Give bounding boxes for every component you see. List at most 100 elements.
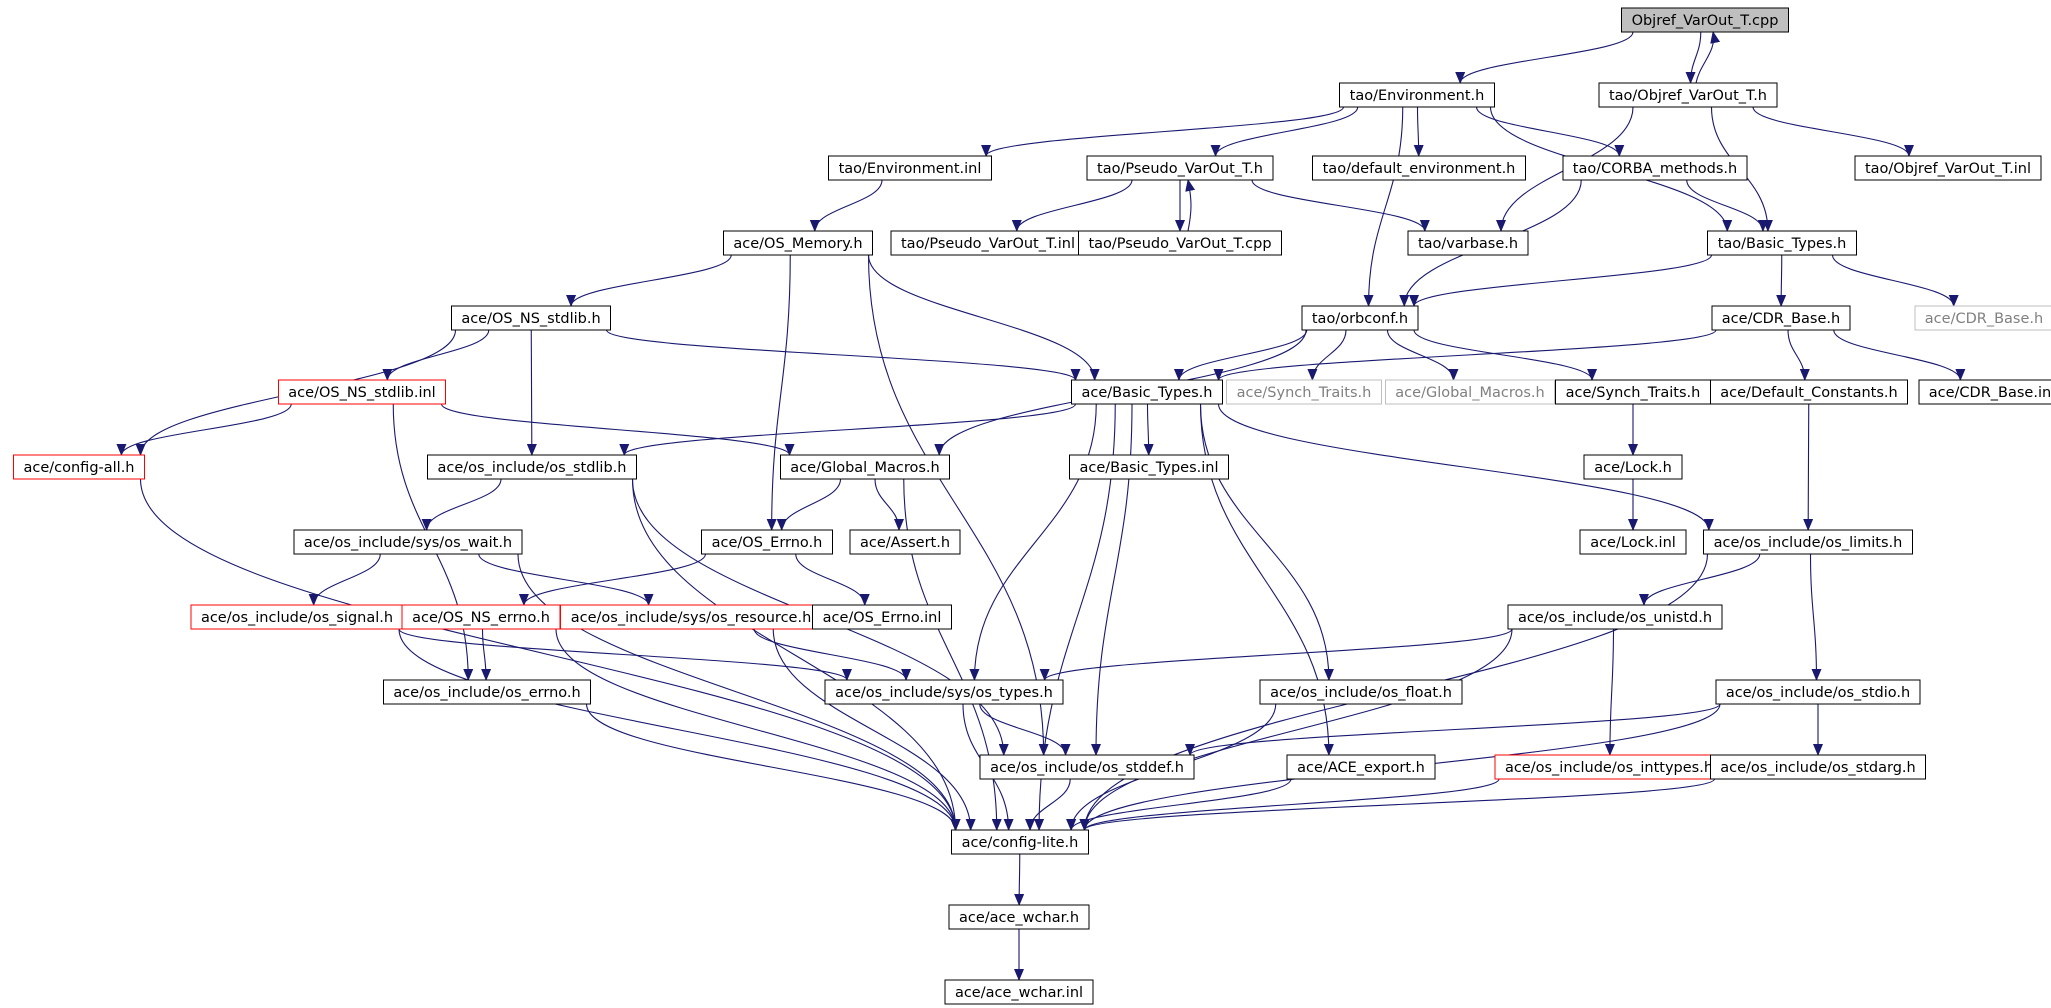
node-label: ace/OS_NS_stdlib.h xyxy=(461,311,600,327)
node-label: tao/Pseudo_VarOut_T.cpp xyxy=(1088,236,1271,252)
dependency-edge xyxy=(772,628,976,831)
graph-node-ace-os-stdio[interactable]: ace/os_include/os_stdio.h xyxy=(1715,679,1921,705)
nodes-layer: Objref_VarOut_T.cpp tao/Environment.h tao/… xyxy=(13,7,2051,1005)
node-label: ace/Assert.h xyxy=(860,535,950,551)
graph-node-ace-config-all[interactable]: ace/config-all.h xyxy=(13,454,145,480)
dependency-edge xyxy=(382,329,490,381)
dependency-edge xyxy=(1386,329,1459,381)
graph-node-tao-objref-h[interactable]: tao/Objref_VarOut_T.h xyxy=(1598,82,1778,108)
node-label: tao/Pseudo_VarOut_T.h xyxy=(1097,161,1263,177)
node-label: tao/Environment.h xyxy=(1350,88,1485,104)
graph-node-tao-objref-inl[interactable]: tao/Objref_VarOut_T.inl xyxy=(1854,155,2042,181)
graph-node-ace-os-inttypes[interactable]: ace/os_include/os_inttypes.h xyxy=(1494,754,1724,780)
graph-node-ace-os-ns-stdlib-h[interactable]: ace/OS_NS_stdlib.h xyxy=(451,305,611,331)
node-label: tao/Basic_Types.h xyxy=(1718,236,1847,252)
graph-node-ace-os-errno-inl[interactable]: ace/OS_Errno.inl xyxy=(812,604,952,630)
graph-node-tao-pseudo-h[interactable]: tao/Pseudo_VarOut_T.h xyxy=(1086,155,1274,181)
graph-node-ace-assert[interactable]: ace/Assert.h xyxy=(849,529,961,555)
graph-node-ace-basic-types-inl[interactable]: ace/Basic_Types.inl xyxy=(1069,454,1229,480)
node-box xyxy=(849,529,961,555)
dependency-edge xyxy=(766,254,791,531)
graph-node-tao-env-inl[interactable]: tao/Environment.inl xyxy=(828,155,992,181)
graph-node-ace-os-memory[interactable]: ace/OS_Memory.h xyxy=(723,230,873,256)
node-box xyxy=(1555,379,1711,405)
node-box xyxy=(1339,82,1495,108)
graph-node-ace-os-types[interactable]: ace/os_include/sys/os_types.h xyxy=(824,679,1064,705)
graph-node-ace-synch-traits[interactable]: ace/Synch_Traits.h xyxy=(1555,379,1711,405)
graph-node-tao-corba-methods[interactable]: tao/CORBA_methods.h xyxy=(1562,155,1748,181)
graph-node-ace-global-macros-gray[interactable]: ace/Global_Macros.h xyxy=(1385,379,1555,405)
graph-node-ace-cdr-base-gray[interactable]: ace/CDR_Base.h xyxy=(1914,305,2051,331)
graph-node-ace-os-float[interactable]: ace/os_include/os_float.h xyxy=(1259,679,1463,705)
dependency-edge xyxy=(867,254,1100,381)
graph-node-tao-varbase[interactable]: tao/varbase.h xyxy=(1407,230,1529,256)
node-box xyxy=(1711,305,1851,331)
node-box xyxy=(13,454,145,480)
node-box xyxy=(1707,230,1857,256)
dependency-edge xyxy=(1833,329,1966,381)
graph-node-ace-lock-inl[interactable]: ace/Lock.inl xyxy=(1579,529,1687,555)
node-box xyxy=(1710,754,1926,780)
graph-node-ace-ace-export[interactable]: ace/ACE_export.h xyxy=(1286,754,1436,780)
node-label: ace/Lock.inl xyxy=(1590,535,1676,551)
graph-node-ace-os-stdarg[interactable]: ace/os_include/os_stdarg.h xyxy=(1710,754,1926,780)
node-label: tao/Objref_VarOut_T.h xyxy=(1609,88,1767,104)
dependency-edge xyxy=(1787,329,1810,381)
node-box xyxy=(190,604,404,630)
graph-node-ace-ace-wchar-inl[interactable]: ace/ace_wchar.inl xyxy=(944,979,1094,1005)
graph-node-ace-os-inc-errno[interactable]: ace/os_include/os_errno.h xyxy=(383,679,591,705)
graph-node-tao-pseudo-inl[interactable]: tao/Pseudo_VarOut_T.inl xyxy=(890,230,1086,256)
graph-node-ace-os-ns-errno[interactable]: ace/OS_NS_errno.h xyxy=(401,604,561,630)
node-label: ace/Lock.h xyxy=(1594,460,1672,476)
node-label: ace/OS_NS_errno.h xyxy=(412,610,550,626)
graph-node-ace-default-constants[interactable]: ace/Default_Constants.h xyxy=(1710,379,1908,405)
node-box xyxy=(1598,82,1778,108)
graph-node-tao-pseudo-cpp[interactable]: tao/Pseudo_VarOut_T.cpp xyxy=(1078,230,1282,256)
graph-node-ace-os-signal[interactable]: ace/os_include/os_signal.h xyxy=(190,604,404,630)
node-box xyxy=(1385,379,1555,405)
node-label: ace/CDR_Base.inl xyxy=(1929,385,2051,401)
graph-node-ace-config-lite[interactable]: ace/config-lite.h xyxy=(951,829,1089,855)
node-box xyxy=(824,679,1064,705)
graph-node-ace-os-resource[interactable]: ace/os_include/sys/os_resource.h xyxy=(560,604,822,630)
dependency-edge xyxy=(518,553,707,606)
dependency-edge xyxy=(308,553,381,606)
dependency-edge xyxy=(1185,179,1196,232)
dependency-edge xyxy=(1251,179,1430,232)
graph-node-tao-orbconf[interactable]: tao/orbconf.h xyxy=(1301,305,1419,331)
node-box xyxy=(1226,379,1382,405)
dependency-edge xyxy=(1210,106,1359,157)
dependency-edge xyxy=(1307,329,1347,381)
dependency-edge xyxy=(1604,628,1615,756)
graph-node-ace-os-limits[interactable]: ace/os_include/os_limits.h xyxy=(1703,529,1913,555)
graph-node-objref-cpp[interactable]: Objref_VarOut_T.cpp xyxy=(1621,7,1789,33)
dependency-edge xyxy=(1014,853,1025,906)
graph-node-tao-basic-types[interactable]: tao/Basic_Types.h xyxy=(1707,230,1857,256)
graph-node-ace-os-unistd[interactable]: ace/os_include/os_unistd.h xyxy=(1507,604,1723,630)
dependency-edge xyxy=(1685,31,1702,84)
graph-node-tao-default-env[interactable]: tao/default_environment.h xyxy=(1312,155,1526,181)
graph-node-ace-os-ns-stdlib-inl[interactable]: ace/OS_NS_stdlib.inl xyxy=(278,379,446,405)
graph-node-ace-ace-wchar-h[interactable]: ace/ace_wchar.h xyxy=(948,904,1090,930)
node-label: ace/Default_Constants.h xyxy=(1720,385,1897,401)
graph-node-tao-env-h[interactable]: tao/Environment.h xyxy=(1339,82,1495,108)
graph-node-ace-synch-traits-gray[interactable]: ace/Synch_Traits.h xyxy=(1226,379,1382,405)
graph-node-ace-lock-h[interactable]: ace/Lock.h xyxy=(1583,454,1683,480)
graph-node-ace-cdr-base-h[interactable]: ace/CDR_Base.h xyxy=(1711,305,1851,331)
dependency-edge xyxy=(139,478,961,831)
graph-node-ace-os-wait[interactable]: ace/os_include/sys/os_wait.h xyxy=(293,529,523,555)
graph-node-ace-global-macros[interactable]: ace/Global_Macros.h xyxy=(780,454,950,480)
graph-node-ace-os-errno-h[interactable]: ace/OS_Errno.h xyxy=(701,529,833,555)
graph-node-ace-basic-types-h[interactable]: ace/Basic_Types.h xyxy=(1071,379,1223,405)
dependency-edge xyxy=(1025,778,1071,831)
dependency-edge xyxy=(776,478,842,531)
node-box xyxy=(1301,305,1419,331)
graph-node-ace-os-stddef[interactable]: ace/os_include/os_stddef.h xyxy=(979,754,1195,780)
node-label: tao/orbconf.h xyxy=(1312,311,1408,327)
dependency-edge xyxy=(874,478,904,531)
node-label: ace/Basic_Types.h xyxy=(1082,385,1213,401)
graph-node-ace-os-stdlib[interactable]: ace/os_include/os_stdlib.h xyxy=(427,454,637,480)
graph-node-ace-cdr-base-inl[interactable]: ace/CDR_Base.inl xyxy=(1918,379,2051,405)
dependency-edge xyxy=(421,478,502,531)
